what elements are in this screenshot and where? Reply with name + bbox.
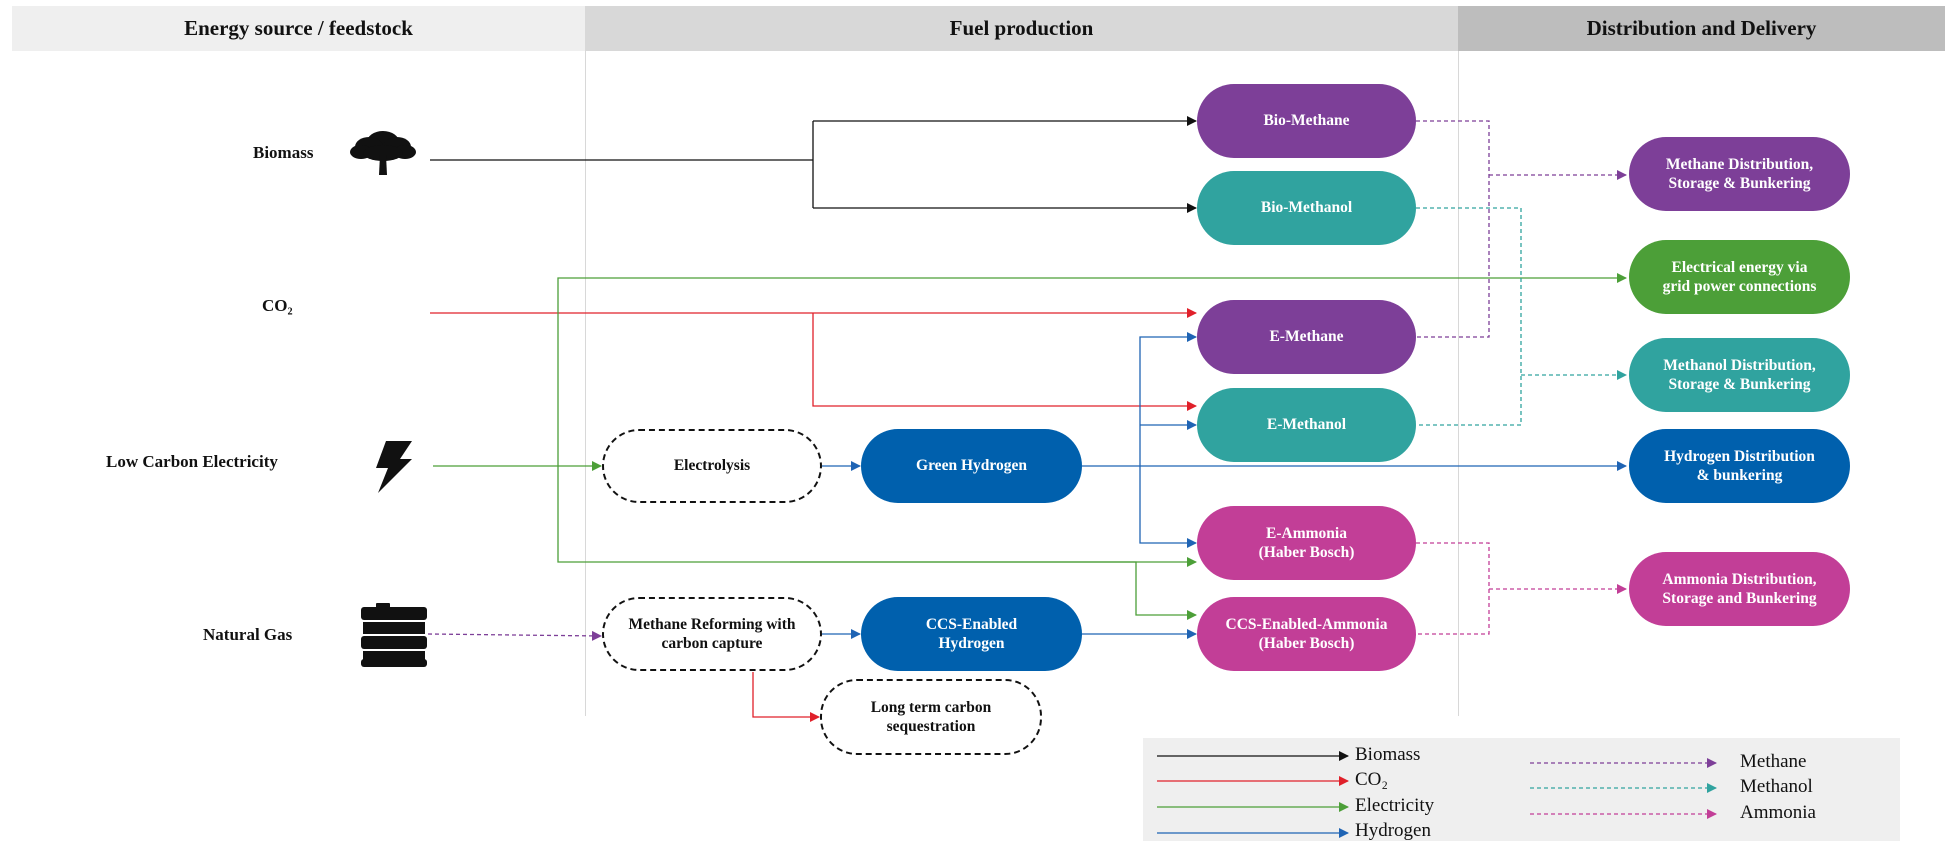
e-ammonia-node: E-Ammonia (Haber Bosch) [1197,506,1416,580]
biomass-flows [430,116,1197,213]
e-methanol-node: E-Methanol [1197,388,1416,462]
column-divider-right [1458,51,1459,716]
barrel-icon [361,603,427,667]
hydrogen-distribution-label: Hydrogen Distribution & bunkering [1664,447,1815,484]
green-hydrogen-label: Green Hydrogen [916,457,1027,475]
electrolysis-node: Electrolysis [602,429,822,503]
legend: Biomass CO₂ Electricity Hydrogen Methane… [1143,738,1900,841]
methane-reforming-node: Methane Reforming with carbon capture [602,597,822,671]
legend-ammonia: Ammonia [1740,802,1816,823]
legend-co2: CO₂ [1355,769,1389,790]
green-hydrogen-node: Green Hydrogen [861,429,1082,503]
column-divider-left [585,51,586,716]
sequestration-label: Long term carbon sequestration [870,698,992,735]
ccs-ammonia-node: CCS-Enabled-Ammonia (Haber Bosch) [1197,597,1416,671]
hydrogen-flows [822,332,1627,639]
bio-methanol-label: Bio-Methanol [1260,199,1353,217]
electrolysis-label: Electrolysis [673,457,751,475]
electricity-flows [433,273,1627,620]
methanol-flows [1416,207,1627,426]
sequestration-node: Long term carbon sequestration [820,679,1042,755]
electrical-distribution-node: Electrical energy via grid power connect… [1629,240,1850,314]
source-electricity-label: Low Carbon Electricity [106,452,278,471]
hydrogen-distribution-node: Hydrogen Distribution & bunkering [1629,429,1850,503]
source-biomass-label: Biomass [253,143,314,162]
methane-distribution-node: Methane Distribution, Storage & Bunkerin… [1629,137,1850,211]
ammonia-distribution-label: Ammonia Distribution, Storage and Bunker… [1662,570,1817,607]
lightning-icon [376,441,412,493]
bio-methane-label: Bio-Methane [1263,112,1350,130]
header-energy-source: Energy source / feedstock [12,6,585,51]
ccs-ammonia-label: CCS-Enabled-Ammonia (Haber Bosch) [1225,615,1388,652]
header-distribution: Distribution and Delivery [1458,6,1945,51]
electrical-distribution-label: Electrical energy via grid power connect… [1662,258,1817,295]
e-methane-label: E-Methane [1269,328,1344,346]
e-methane-node: E-Methane [1197,300,1416,374]
legend-methane: Methane [1740,751,1807,772]
ccs-hydrogen-node: CCS-Enabled Hydrogen [861,597,1082,671]
bio-methanol-node: Bio-Methanol [1197,171,1416,245]
legend-hydrogen: Hydrogen [1355,820,1431,841]
ccs-hydrogen-label: CCS-Enabled Hydrogen [925,615,1018,652]
methanol-distribution-label: Methanol Distribution, Storage & Bunkeri… [1663,356,1816,393]
header-fuel-production: Fuel production [585,6,1458,51]
e-methanol-label: E-Methanol [1266,416,1347,434]
bio-methane-node: Bio-Methane [1197,84,1416,158]
source-co2-label: CO₂ [262,296,293,315]
ammonia-distribution-node: Ammonia Distribution, Storage and Bunker… [1629,552,1850,626]
methanol-distribution-node: Methanol Distribution, Storage & Bunkeri… [1629,338,1850,412]
legend-biomass: Biomass [1355,744,1421,765]
legend-electricity: Electricity [1355,795,1435,816]
methane-distribution-label: Methane Distribution, Storage & Bunkerin… [1665,155,1814,192]
legend-lines [1157,751,1717,838]
methane-reforming-label: Methane Reforming with carbon capture [628,615,796,652]
ammonia-flows [1416,542,1627,635]
e-ammonia-label: E-Ammonia (Haber Bosch) [1258,524,1355,561]
source-natural-gas-label: Natural Gas [203,625,293,644]
tree-icon [350,131,416,175]
legend-methanol: Methanol [1740,776,1813,797]
methane-flows [427,120,1627,641]
